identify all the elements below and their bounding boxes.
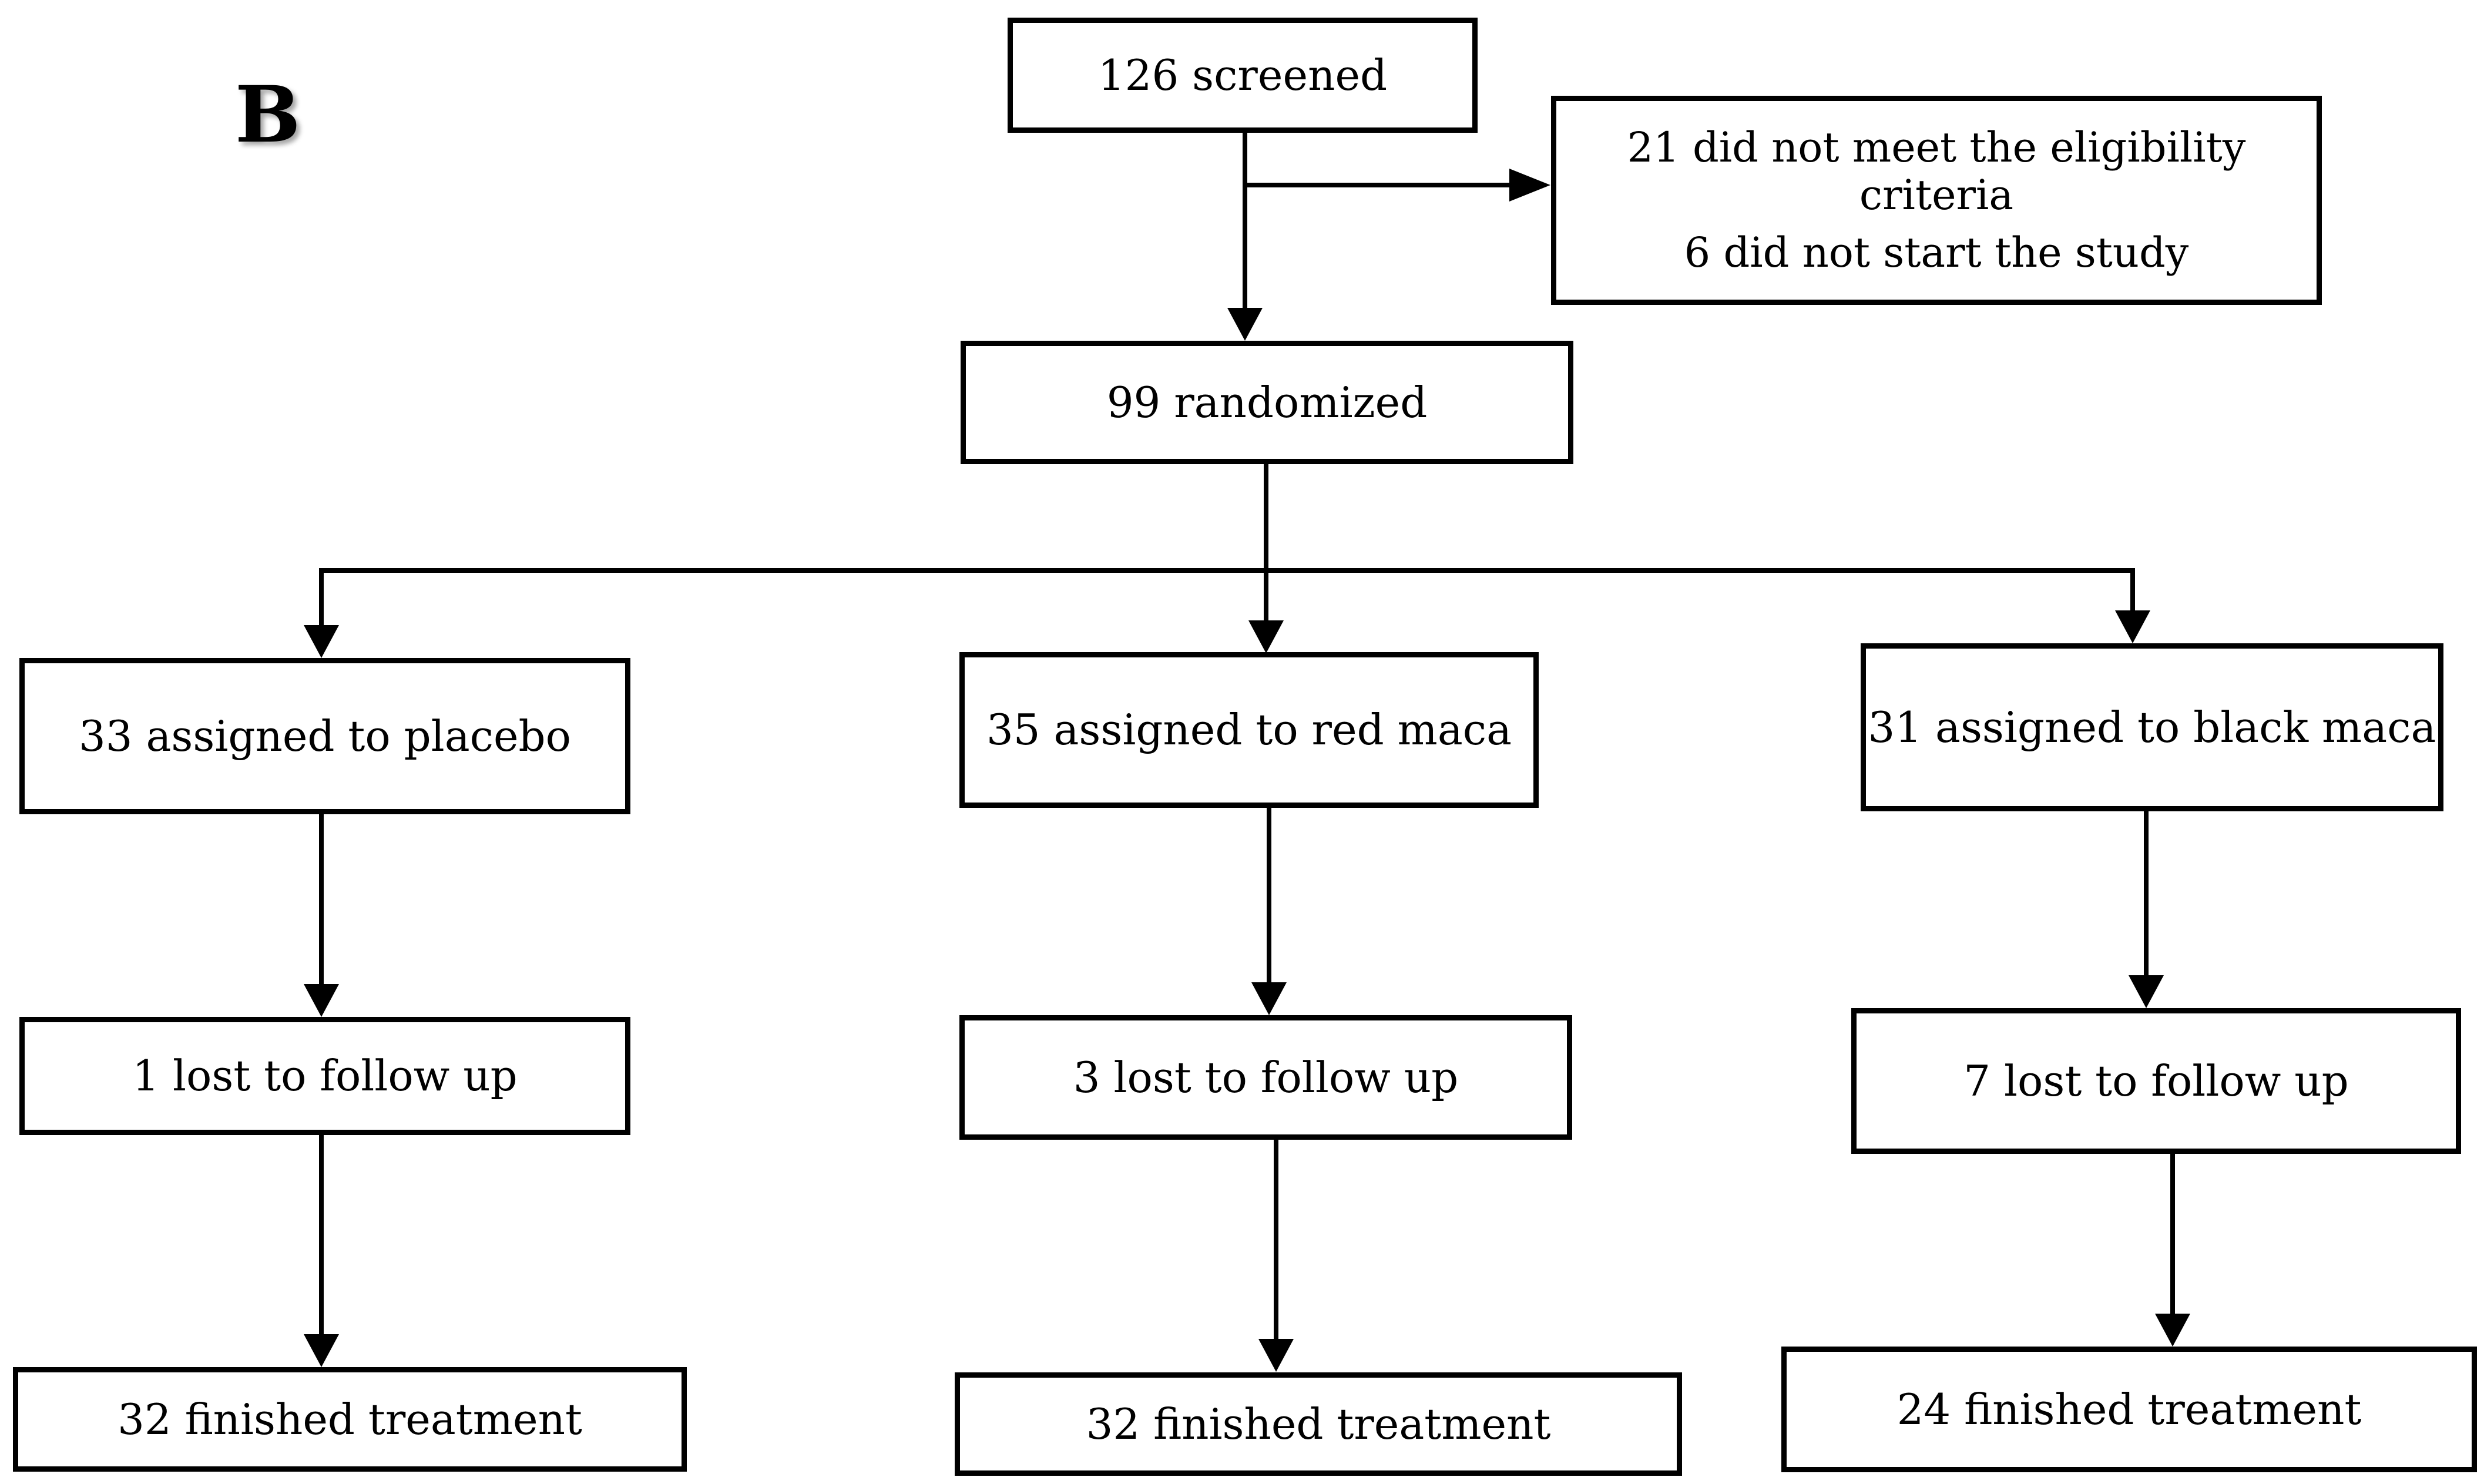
arrow-down-icon: [304, 1334, 339, 1367]
excluded-line-1: 21 did not meet the eligibility criteria: [1627, 123, 2246, 219]
panel-label: B: [235, 69, 301, 160]
box-lost-black-maca-label: 7 lost to follow up: [1963, 1056, 2349, 1106]
arrow-down-icon: [1227, 308, 1263, 341]
box-finished-placebo: 32 finished treatment: [13, 1367, 687, 1472]
box-lost-red-maca-label: 3 lost to follow up: [1073, 1052, 1459, 1102]
arrow-down-icon: [1251, 982, 1287, 1015]
box-finished-red-maca: 32 finished treatment: [955, 1372, 1682, 1476]
arrow-down-icon: [1258, 1339, 1294, 1372]
box-assigned-black-maca-label: 31 assigned to black maca: [1868, 702, 2436, 752]
box-randomized: 99 randomized: [961, 341, 1573, 464]
arrow-down-icon: [1248, 620, 1284, 653]
connector-branch-horizontal: [319, 568, 2135, 573]
arrow-right-icon: [1509, 169, 1550, 202]
box-finished-placebo-label: 32 finished treatment: [118, 1394, 582, 1444]
box-assigned-black-maca: 31 assigned to black maca: [1861, 643, 2443, 811]
box-finished-black-maca: 24 finished treatment: [1781, 1347, 2477, 1472]
connector-lost-finished-placebo: [319, 1134, 324, 1335]
connector-lost-finished-black-maca: [2170, 1154, 2175, 1315]
connector-branch-black-maca: [2130, 570, 2135, 617]
box-assigned-red-maca-label: 35 assigned to red maca: [986, 705, 1512, 755]
box-finished-red-maca-label: 32 finished treatment: [1086, 1399, 1551, 1449]
box-lost-black-maca: 7 lost to follow up: [1851, 1008, 2461, 1154]
arrow-down-icon: [2115, 610, 2150, 643]
excluded-line-2: 6 did not start the study: [1684, 229, 2189, 277]
box-screened-label: 126 screened: [1097, 50, 1388, 100]
box-randomized-label: 99 randomized: [1106, 377, 1428, 427]
connector-screened-randomized: [1243, 132, 1247, 314]
arrow-down-icon: [2129, 975, 2164, 1008]
connector-branch-placebo: [319, 570, 324, 632]
arrow-down-icon: [304, 625, 339, 658]
box-screened: 126 screened: [1008, 18, 1478, 133]
box-lost-placebo-label: 1 lost to follow up: [132, 1051, 518, 1101]
connector-assigned-lost-black-maca: [2144, 811, 2149, 979]
box-finished-black-maca-label: 24 finished treatment: [1896, 1384, 2362, 1434]
connector-assigned-lost-red-maca: [1267, 807, 1271, 983]
arrow-down-icon: [304, 984, 339, 1017]
connector-randomized-branch: [1264, 464, 1268, 626]
arrow-down-icon: [2155, 1314, 2190, 1347]
box-assigned-red-maca: 35 assigned to red maca: [959, 652, 1539, 808]
connector-assigned-lost-placebo: [319, 814, 324, 988]
box-excluded: 21 did not meet the eligibility criteria…: [1551, 96, 2322, 305]
box-lost-red-maca: 3 lost to follow up: [959, 1015, 1572, 1140]
box-lost-placebo: 1 lost to follow up: [19, 1017, 630, 1135]
box-assigned-placebo-label: 33 assigned to placebo: [79, 711, 571, 761]
connector-screened-excluded: [1245, 183, 1515, 187]
connector-lost-finished-red-maca: [1274, 1139, 1278, 1340]
box-assigned-placebo: 33 assigned to placebo: [19, 658, 630, 814]
